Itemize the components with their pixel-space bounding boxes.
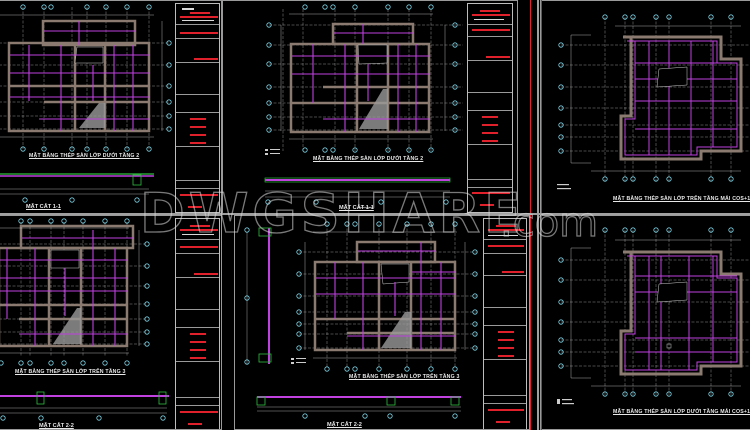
rebar-lines <box>315 242 455 350</box>
axis-bubbles <box>0 218 166 421</box>
opening <box>50 249 80 269</box>
plan-title: MẶT BẰNG THÉP SÀN LỚP TRÊN TẦNG 3 <box>349 374 460 380</box>
plan-title: MẶT BẰNG THÉP SÀN LỚP TRÊN TẦNG 3 <box>15 369 126 375</box>
sheet-divider <box>537 0 539 430</box>
plan-title: MẶT BẰNG THÉP SÀN LỚP DƯỚI TẦNG 2 <box>29 153 140 159</box>
section-title: MẶT CẮT 1-1 <box>339 205 374 211</box>
title-block <box>483 218 527 429</box>
section-title: MẶT CẮT 2-2 <box>327 422 362 428</box>
opening <box>357 44 388 65</box>
title-block <box>467 3 513 213</box>
drawing-sheet-5[interactable]: MẶT BẰNG THÉP SÀN LỚP TRÊN TẦNG 3 MẶT CẮ… <box>234 215 530 430</box>
watermark-text: DWGSHARE <box>139 181 526 245</box>
dimension-lines <box>304 231 466 359</box>
axis-bubbles <box>558 227 734 397</box>
section-slab <box>0 391 169 414</box>
rebar-lines <box>9 21 149 131</box>
beams <box>289 22 431 134</box>
floor-plan-drawing <box>244 221 478 419</box>
floor-plan-drawing <box>0 4 172 203</box>
legend <box>265 149 280 155</box>
section-title: MẶT CẮT 2-2 <box>39 423 74 429</box>
section-slab <box>256 396 461 412</box>
dimension-lines <box>0 14 163 138</box>
floor-plan-drawing <box>0 218 169 421</box>
legend <box>557 399 574 405</box>
stair-hatch <box>53 308 81 344</box>
legend <box>291 358 306 364</box>
drawing-sheet-4[interactable]: MẶT BẰNG THÉP SÀN LỚP TRÊN TẦNG 3 MẶT CẮ… <box>0 215 222 430</box>
plan-title: MẶT BẰNG THÉP SÀN LỚP TRÊN TẦNG MÁI COS+… <box>613 196 750 202</box>
opening <box>656 281 688 303</box>
drawing-sheet-1[interactable]: MẶT BẰNG THÉP SÀN LỚP DƯỚI TẦNG 2 MẶT CẮ… <box>0 0 222 215</box>
axis-bubbles <box>558 14 734 182</box>
plan-title: MẶT BẰNG THÉP SÀN LỚP DƯỚI TẦNG 2 <box>313 156 424 162</box>
floor-plan-drawing <box>557 14 750 190</box>
legend <box>557 184 571 190</box>
section-title: MẶT CẮT 1-1 <box>26 204 61 210</box>
drawing-sheet-2[interactable]: MẶT BẰNG THÉP SÀN LỚP DƯỚI TẦNG 2 MẶT CẮ… <box>222 0 518 215</box>
opening <box>380 263 410 285</box>
axis-bubbles <box>20 4 172 203</box>
title-block <box>175 3 220 213</box>
opening <box>656 66 688 88</box>
grid-lines <box>269 9 463 151</box>
watermark-suffix: .com <box>499 199 599 246</box>
drawing-sheet-6[interactable]: MẶT BẰNG THÉP SÀN LỚP DƯỚI TẦNG MÁI COS+… <box>540 215 750 430</box>
stair-hatch <box>79 103 105 128</box>
axis-bubbles <box>296 221 478 419</box>
beams <box>619 35 743 161</box>
axis-bubbles <box>265 4 458 205</box>
vertical-section <box>244 227 272 365</box>
column-marker <box>666 343 672 349</box>
dimension-lines <box>0 227 140 354</box>
floor-plan-drawing <box>557 227 750 405</box>
dimension-lines <box>280 13 446 140</box>
beams <box>619 250 743 376</box>
stair-hatch <box>359 89 388 129</box>
dimension-lines <box>570 239 741 387</box>
floor-plan-drawing <box>264 4 463 205</box>
drawing-sheet-3[interactable]: MẶT BẰNG THÉP SÀN LỚP TRÊN TẦNG MÁI COS+… <box>540 0 750 215</box>
rebar-lines <box>291 24 429 132</box>
rebar-lines <box>0 230 133 346</box>
title-block <box>175 218 220 429</box>
plan-title: MẶT BẰNG THÉP SÀN LỚP DƯỚI TẦNG MÁI COS+… <box>613 409 750 415</box>
sheet-border-red <box>541 0 542 430</box>
stair-hatch <box>381 312 411 348</box>
sheet-border-red <box>530 0 531 430</box>
dimension-lines <box>570 25 741 172</box>
sheet-divider <box>0 213 750 215</box>
section-slab <box>0 173 154 195</box>
section-slab <box>264 177 451 198</box>
